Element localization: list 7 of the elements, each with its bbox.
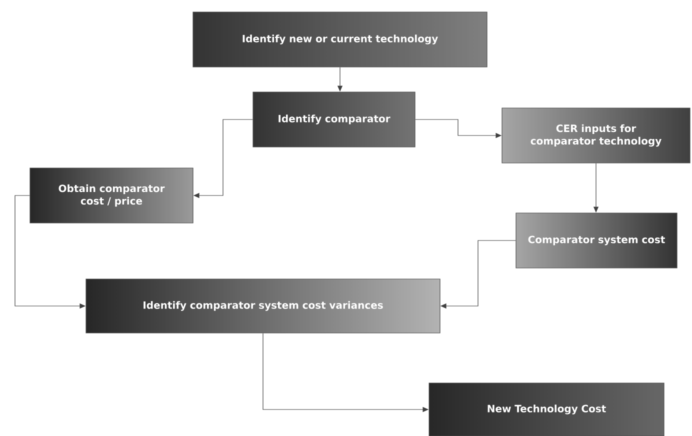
process-box: Identify comparator system cost variances — [86, 278, 440, 334]
process-box: Obtain comparator cost / price — [30, 168, 194, 224]
process-box: CER inputs for comparator technology — [502, 108, 690, 164]
process-box: Identify new or current technology — [192, 12, 488, 68]
process-box: Comparator system cost — [516, 212, 678, 268]
process-box: New Technology Cost — [428, 382, 664, 436]
process-box: Identify comparator — [252, 92, 416, 148]
